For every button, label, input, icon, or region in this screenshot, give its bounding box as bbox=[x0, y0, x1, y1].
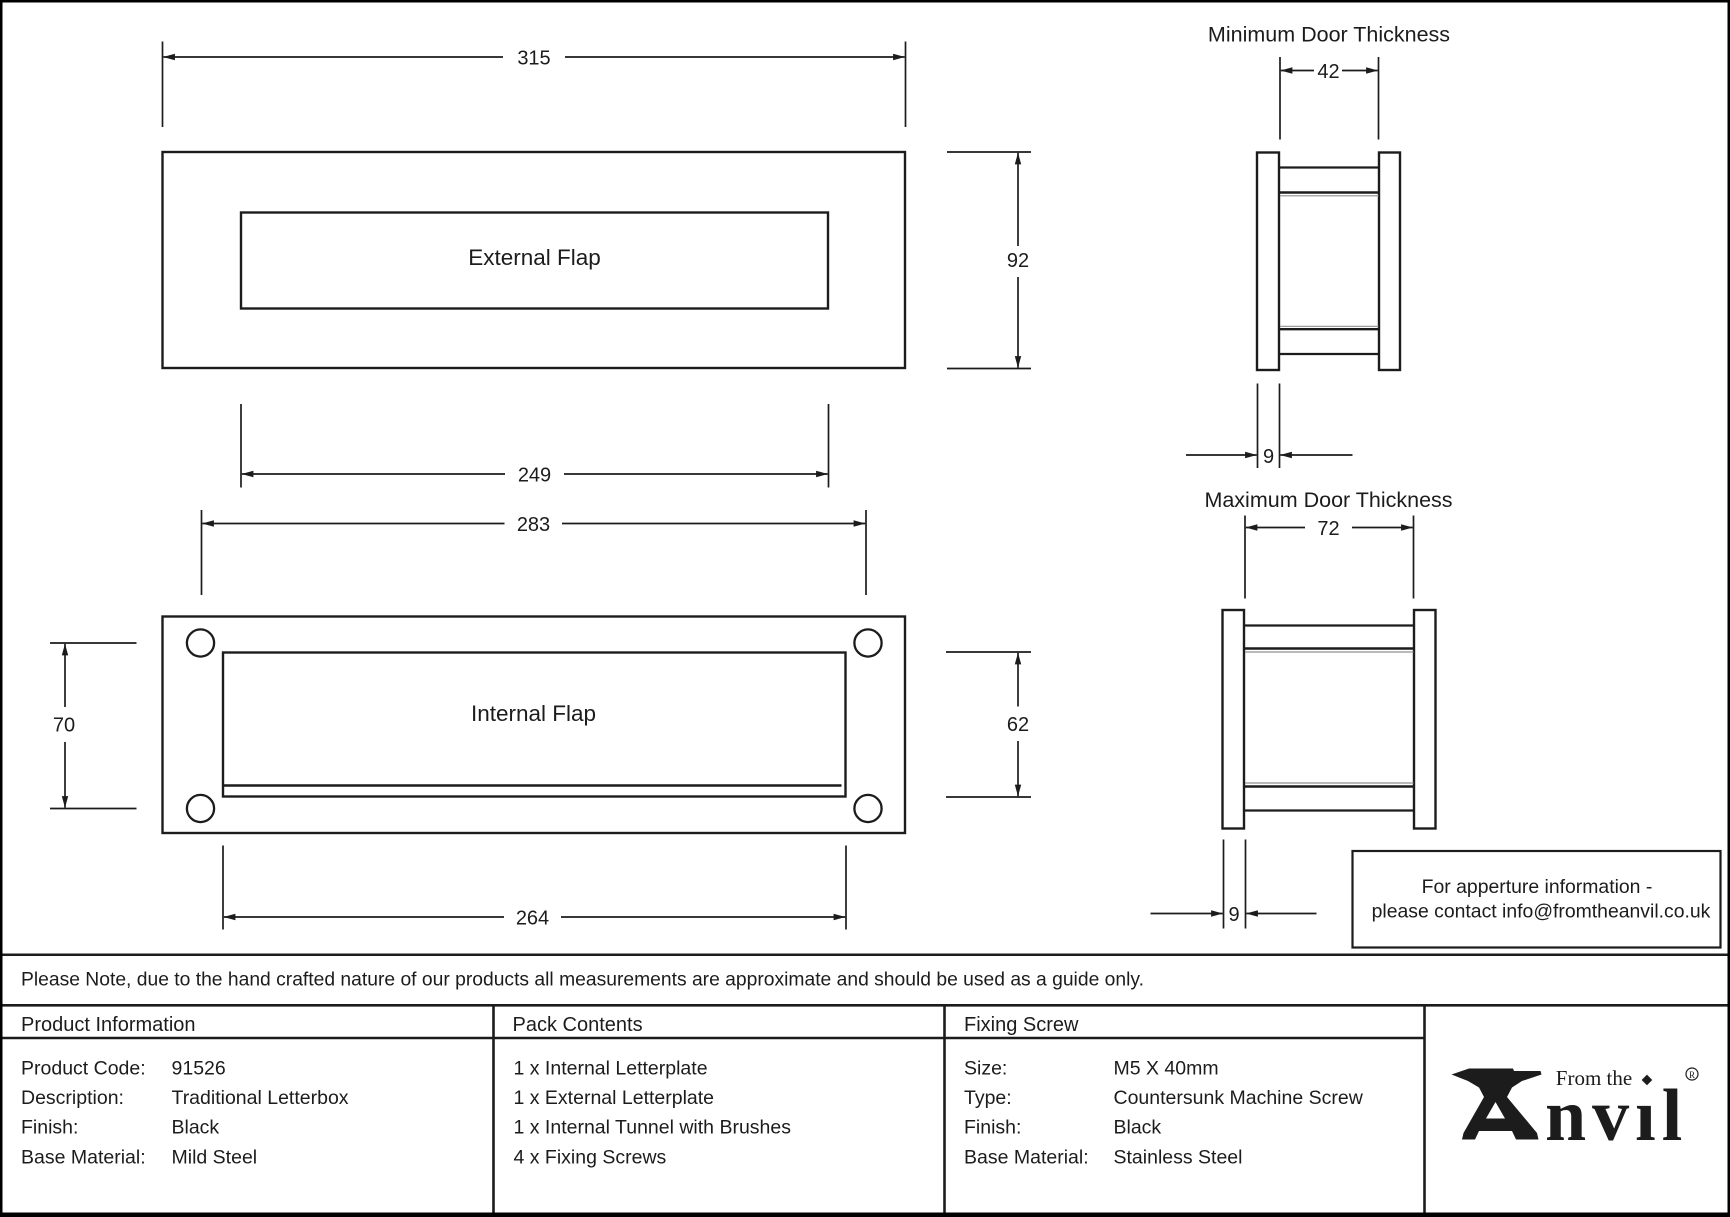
svg-text:42: 42 bbox=[1317, 61, 1339, 83]
svg-text:nvıl: nvıl bbox=[1545, 1075, 1688, 1157]
svg-text:Base Material:: Base Material: bbox=[21, 1146, 146, 1168]
svg-text:Black: Black bbox=[172, 1117, 220, 1139]
svg-text:Pack Contents: Pack Contents bbox=[513, 1014, 643, 1036]
svg-text:Description:: Description: bbox=[21, 1087, 124, 1109]
svg-text:4 x Fixing Screws: 4 x Fixing Screws bbox=[514, 1146, 667, 1168]
svg-text:Countersunk Machine Screw: Countersunk Machine Screw bbox=[1114, 1087, 1364, 1109]
svg-text:M5 X 40mm: M5 X 40mm bbox=[1114, 1057, 1219, 1079]
svg-text:62: 62 bbox=[1007, 714, 1029, 736]
svg-text:Please Note, due to the hand c: Please Note, due to the hand crafted nat… bbox=[21, 970, 1144, 991]
svg-text:249: 249 bbox=[518, 464, 551, 486]
svg-text:Minimum Door Thickness: Minimum Door Thickness bbox=[1208, 23, 1450, 47]
svg-text:Stainless Steel: Stainless Steel bbox=[1114, 1146, 1243, 1168]
svg-text:Type:: Type: bbox=[964, 1087, 1012, 1109]
svg-text:please contact info@fromtheanv: please contact info@fromtheanvil.co.uk bbox=[1372, 901, 1711, 923]
svg-text:Traditional Letterbox: Traditional Letterbox bbox=[172, 1087, 349, 1109]
svg-text:91526: 91526 bbox=[172, 1057, 226, 1079]
svg-text:Size:: Size: bbox=[964, 1057, 1007, 1079]
svg-text:Maximum Door Thickness: Maximum Door Thickness bbox=[1204, 488, 1452, 512]
svg-text:Finish:: Finish: bbox=[21, 1117, 78, 1139]
svg-text:315: 315 bbox=[517, 47, 550, 69]
svg-text:70: 70 bbox=[53, 715, 75, 737]
svg-text:Black: Black bbox=[1114, 1117, 1162, 1139]
svg-text:9: 9 bbox=[1228, 904, 1239, 926]
svg-text:1 x Internal Letterplate: 1 x Internal Letterplate bbox=[514, 1057, 708, 1079]
svg-text:264: 264 bbox=[516, 907, 549, 929]
svg-text:1 x Internal Tunnel with Brush: 1 x Internal Tunnel with Brushes bbox=[514, 1117, 792, 1139]
svg-text:72: 72 bbox=[1317, 518, 1339, 540]
svg-text:R: R bbox=[1689, 1070, 1695, 1080]
svg-text:9: 9 bbox=[1263, 446, 1274, 468]
svg-text:Internal Flap: Internal Flap bbox=[471, 701, 596, 726]
svg-text:Product Information: Product Information bbox=[21, 1014, 196, 1036]
svg-text:Finish:: Finish: bbox=[964, 1117, 1021, 1139]
svg-text:1 x External Letterplate: 1 x External Letterplate bbox=[514, 1087, 715, 1109]
svg-text:Product Code:: Product Code: bbox=[21, 1057, 146, 1079]
svg-text:283: 283 bbox=[517, 514, 550, 536]
svg-text:Base Material:: Base Material: bbox=[964, 1146, 1089, 1168]
svg-text:Mild Steel: Mild Steel bbox=[172, 1146, 258, 1168]
svg-text:92: 92 bbox=[1007, 250, 1029, 272]
svg-text:External Flap: External Flap bbox=[468, 245, 601, 270]
svg-text:For apperture information -: For apperture information - bbox=[1422, 876, 1653, 898]
svg-text:From the: From the bbox=[1556, 1066, 1632, 1090]
svg-text:Fixing Screw: Fixing Screw bbox=[964, 1014, 1079, 1036]
